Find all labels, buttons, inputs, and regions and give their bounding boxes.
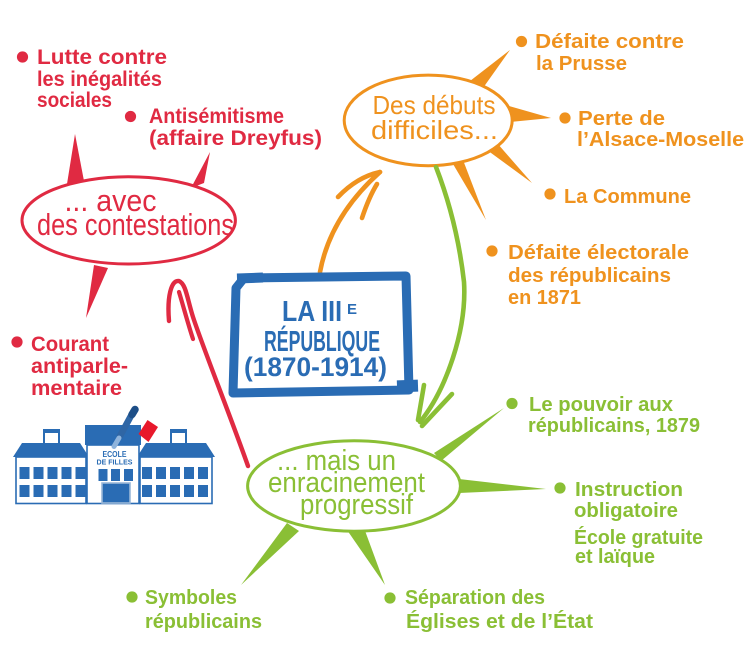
svg-text:la Prusse: la Prusse: [536, 52, 627, 75]
svg-text:sociales: sociales: [37, 89, 112, 112]
svg-text:Le pouvoir aux: Le pouvoir aux: [529, 393, 674, 416]
svg-text:antiparle-: antiparle-: [31, 355, 128, 378]
svg-text:les inégalités: les inégalités: [37, 68, 162, 91]
svg-text:l’Alsace-Moselle: l’Alsace-Moselle: [577, 128, 744, 151]
svg-text:(affaire Dreyfus): (affaire Dreyfus): [149, 127, 322, 150]
svg-text:progressif: progressif: [300, 489, 414, 521]
svg-text:Églises et de l’État: Églises et de l’État: [406, 610, 593, 633]
svg-text:et laïque: et laïque: [575, 545, 655, 568]
svg-text:Séparation des: Séparation des: [405, 586, 545, 609]
svg-text:Défaite contre: Défaite contre: [535, 30, 684, 53]
svg-text:Antisémitisme: Antisémitisme: [149, 105, 284, 128]
svg-text:difficiles...: difficiles...: [371, 115, 498, 145]
svg-text:Courant: Courant: [31, 333, 109, 356]
svg-text:ECOLE: ECOLE: [103, 450, 128, 459]
svg-text:... avec: ... avec: [65, 183, 157, 218]
svg-text:École gratuite: École gratuite: [574, 526, 703, 549]
svg-text:Perte de: Perte de: [578, 107, 665, 130]
svg-text:DE FILLES: DE FILLES: [97, 460, 133, 467]
svg-text:Symboles: Symboles: [145, 586, 237, 609]
svg-text:Des débuts: Des débuts: [373, 90, 496, 120]
svg-text:... mais un: ... mais un: [277, 445, 396, 477]
svg-text:Lutte contre: Lutte contre: [37, 46, 167, 69]
svg-text:obligatoire: obligatoire: [574, 499, 678, 522]
svg-text:(1870-1914): (1870-1914): [244, 352, 387, 382]
svg-text:E: E: [347, 301, 357, 318]
svg-text:Instruction: Instruction: [575, 478, 683, 501]
svg-text:LA III: LA III: [282, 296, 342, 328]
svg-text:républicains, 1879: républicains, 1879: [528, 414, 700, 437]
svg-text:des contestations: des contestations: [37, 207, 234, 242]
svg-text:mentaire: mentaire: [31, 377, 122, 400]
svg-text:des républicains: des républicains: [508, 264, 671, 287]
svg-text:en 1871: en 1871: [508, 286, 581, 309]
svg-text:républicains: républicains: [145, 610, 262, 633]
svg-text:enracinement: enracinement: [268, 467, 425, 499]
svg-text:RÉPUBLIQUE: RÉPUBLIQUE: [264, 324, 380, 358]
svg-text:La Commune: La Commune: [564, 185, 691, 208]
svg-text:Défaite électorale: Défaite électorale: [508, 241, 689, 264]
